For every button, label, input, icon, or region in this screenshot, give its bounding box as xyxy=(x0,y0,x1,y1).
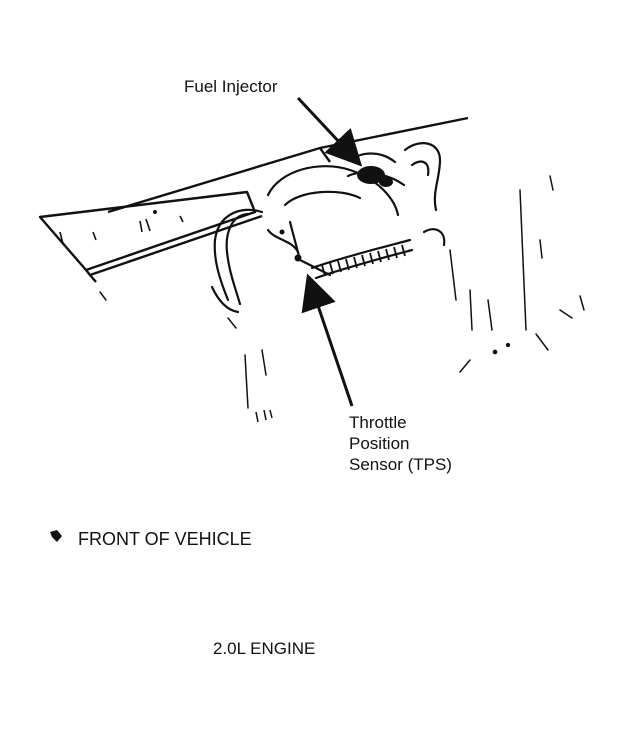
front-of-vehicle-label: FRONT OF VEHICLE xyxy=(78,529,252,549)
tps-label: Throttle Position Sensor (TPS) xyxy=(349,412,452,475)
engine-block xyxy=(99,175,585,409)
tps-label-line-2: Position xyxy=(349,434,410,453)
fuel-injector-leader xyxy=(296,96,363,167)
fuel-injector-label: Fuel Injector xyxy=(184,77,278,96)
engine-caption: 2.0L ENGINE xyxy=(213,639,316,658)
tps-leader xyxy=(301,273,354,407)
fuel-injector-part xyxy=(357,166,393,187)
front-arrow-icon xyxy=(50,530,62,542)
tps-label-line-1: Throttle xyxy=(349,413,407,432)
air-cleaner-box xyxy=(38,190,263,283)
throttle-body-assembly xyxy=(210,142,446,314)
tps-label-line-3: Sensor (TPS) xyxy=(349,455,452,474)
valve-cover xyxy=(107,116,469,214)
